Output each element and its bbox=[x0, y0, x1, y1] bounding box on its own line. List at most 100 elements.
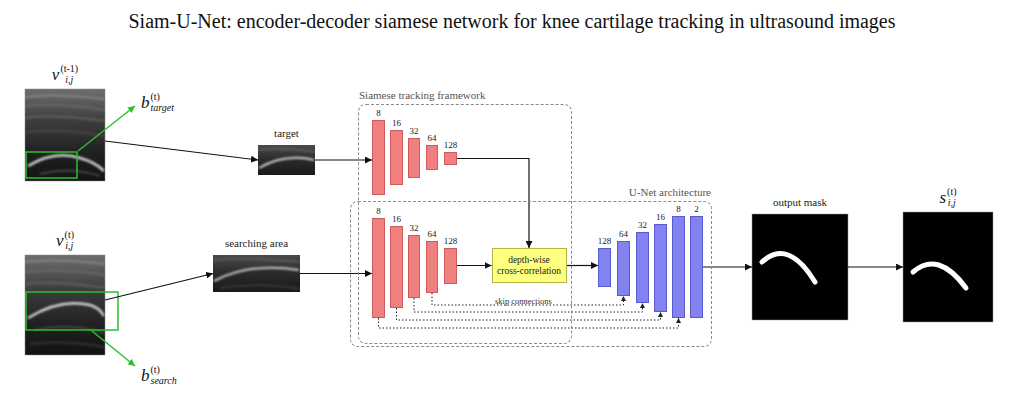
skip-connector bbox=[432, 293, 624, 305]
math-symbol: s bbox=[939, 189, 946, 206]
heading-holder: v(t-1)i,j bbox=[52, 64, 78, 85]
subscript: i,j bbox=[65, 241, 74, 252]
heading-holder: output mask bbox=[773, 192, 827, 210]
flow-arrow bbox=[703, 266, 752, 267]
encoder-layer-bar: 128 bbox=[444, 152, 457, 165]
heading-holder: 128 bbox=[598, 230, 612, 248]
heading-holder: 64 bbox=[428, 127, 437, 145]
channel-count: 128 bbox=[444, 140, 458, 150]
superscript: (t) bbox=[151, 92, 175, 103]
decoder-layer-bar: 16 bbox=[654, 224, 667, 312]
flow-arrow bbox=[457, 159, 529, 249]
encoder-layer-bar: 16 bbox=[390, 130, 403, 185]
channel-count: 32 bbox=[638, 220, 647, 230]
image-frame: output mask bbox=[752, 214, 848, 320]
heading-holder: 32 bbox=[410, 120, 419, 138]
flow-arrow bbox=[105, 274, 213, 301]
frame-symbol: v(t)i,j bbox=[56, 230, 74, 251]
superscript: (t) bbox=[65, 230, 74, 241]
heading-holder: searching area bbox=[225, 233, 288, 251]
heading-holder: 32 bbox=[638, 214, 647, 232]
heading-holder: s(t)i,j bbox=[939, 187, 956, 208]
math-symbol: b bbox=[141, 367, 150, 384]
channel-count: 32 bbox=[410, 223, 419, 233]
image-heading: searching area bbox=[225, 237, 288, 249]
symbol-holder: b(t)target bbox=[141, 92, 174, 113]
decoder-layer-bar: 2 bbox=[690, 216, 703, 318]
box-symbol: b(t)search bbox=[141, 365, 177, 386]
index-stack: (t)target bbox=[151, 92, 175, 113]
correlation-box: depth-wise cross-correlation bbox=[492, 248, 567, 283]
label-holder: skip connections bbox=[495, 290, 552, 308]
channel-count: 8 bbox=[376, 206, 381, 216]
subscript: target bbox=[151, 103, 175, 114]
superscript: (t) bbox=[151, 365, 177, 376]
encoder-layer-bar: 16 bbox=[390, 226, 403, 308]
ultrasound-frame bbox=[25, 255, 105, 355]
box-symbol: b(t)target bbox=[141, 92, 174, 113]
encoder-layer-bar: 32 bbox=[408, 235, 420, 298]
heading-holder: 16 bbox=[656, 206, 665, 224]
symbol-holder: b(t)search bbox=[141, 365, 177, 386]
correlation-label: depth-wise cross-correlation bbox=[497, 255, 562, 277]
heading-holder: 128 bbox=[444, 230, 458, 248]
heading-holder: 16 bbox=[392, 208, 401, 226]
decoder-layer-bar: 32 bbox=[636, 232, 649, 303]
index-stack: (t)i,j bbox=[65, 230, 74, 251]
frame-symbol: s(t)i,j bbox=[939, 187, 956, 208]
math-symbol: v bbox=[52, 66, 60, 83]
math-symbol: b bbox=[141, 94, 150, 111]
target-crop bbox=[258, 145, 315, 175]
encoder-layer-bar: 64 bbox=[426, 145, 438, 170]
region-heading: U-Net architecture bbox=[629, 186, 711, 198]
channel-count: 16 bbox=[392, 118, 401, 128]
channel-count: 8 bbox=[676, 204, 681, 214]
target-box bbox=[26, 152, 77, 178]
heading-holder: 8 bbox=[676, 198, 681, 216]
heading-holder: 8 bbox=[376, 200, 381, 218]
encoder-layer-bar: 8 bbox=[372, 120, 385, 195]
channel-count: 128 bbox=[444, 236, 458, 246]
channel-count: 64 bbox=[619, 229, 628, 239]
channel-count: 16 bbox=[656, 212, 665, 222]
search-box bbox=[26, 292, 118, 330]
flow-arrow bbox=[457, 265, 492, 266]
subscript: i,j bbox=[60, 75, 78, 86]
decoder-layer-bar: 128 bbox=[598, 248, 611, 287]
note-label: skip connections bbox=[495, 296, 552, 306]
encoder-layer-bar: 64 bbox=[426, 241, 438, 293]
math-symbol: v bbox=[56, 232, 64, 249]
channel-count: 8 bbox=[376, 108, 381, 118]
mask-image bbox=[903, 212, 993, 322]
heading-holder: 64 bbox=[428, 223, 437, 241]
encoder-layer-bar: 8 bbox=[372, 218, 385, 318]
flow-arrow bbox=[105, 141, 258, 160]
heading-holder: 32 bbox=[410, 217, 419, 235]
channel-count: 16 bbox=[392, 214, 401, 224]
image-frame: searching area bbox=[213, 255, 300, 292]
image-frame: s(t)i,j bbox=[903, 212, 993, 322]
diagram-title: Siam-U-Net: encoder-decoder siamese netw… bbox=[128, 10, 895, 32]
heading-holder: 2 bbox=[694, 198, 699, 216]
decoder-layer-bar: 8 bbox=[672, 216, 685, 318]
superscript: (t) bbox=[947, 187, 956, 198]
heading-holder: 128 bbox=[444, 134, 458, 152]
subscript: search bbox=[151, 376, 177, 387]
channel-count: 32 bbox=[410, 126, 419, 136]
image-frame: target bbox=[258, 145, 315, 175]
index-stack: (t-1)i,j bbox=[60, 64, 78, 85]
flow-arrow bbox=[315, 159, 372, 160]
channel-count: 2 bbox=[694, 204, 699, 214]
title-row: Siam-U-Net: encoder-decoder siamese netw… bbox=[0, 10, 1024, 33]
heading-holder: v(t)i,j bbox=[56, 230, 74, 251]
image-frame: v(t)i,j bbox=[25, 255, 105, 355]
encoder-layer-bar: 32 bbox=[408, 138, 420, 178]
heading-holder: 16 bbox=[392, 112, 401, 130]
heading-holder: U-Net architecture bbox=[629, 182, 711, 200]
flow-arrow bbox=[848, 266, 903, 267]
index-stack: (t)i,j bbox=[947, 187, 956, 208]
heading-holder: Siamese tracking framework bbox=[359, 85, 485, 103]
frame-symbol: v(t-1)i,j bbox=[52, 64, 78, 85]
subscript: i,j bbox=[947, 198, 956, 209]
